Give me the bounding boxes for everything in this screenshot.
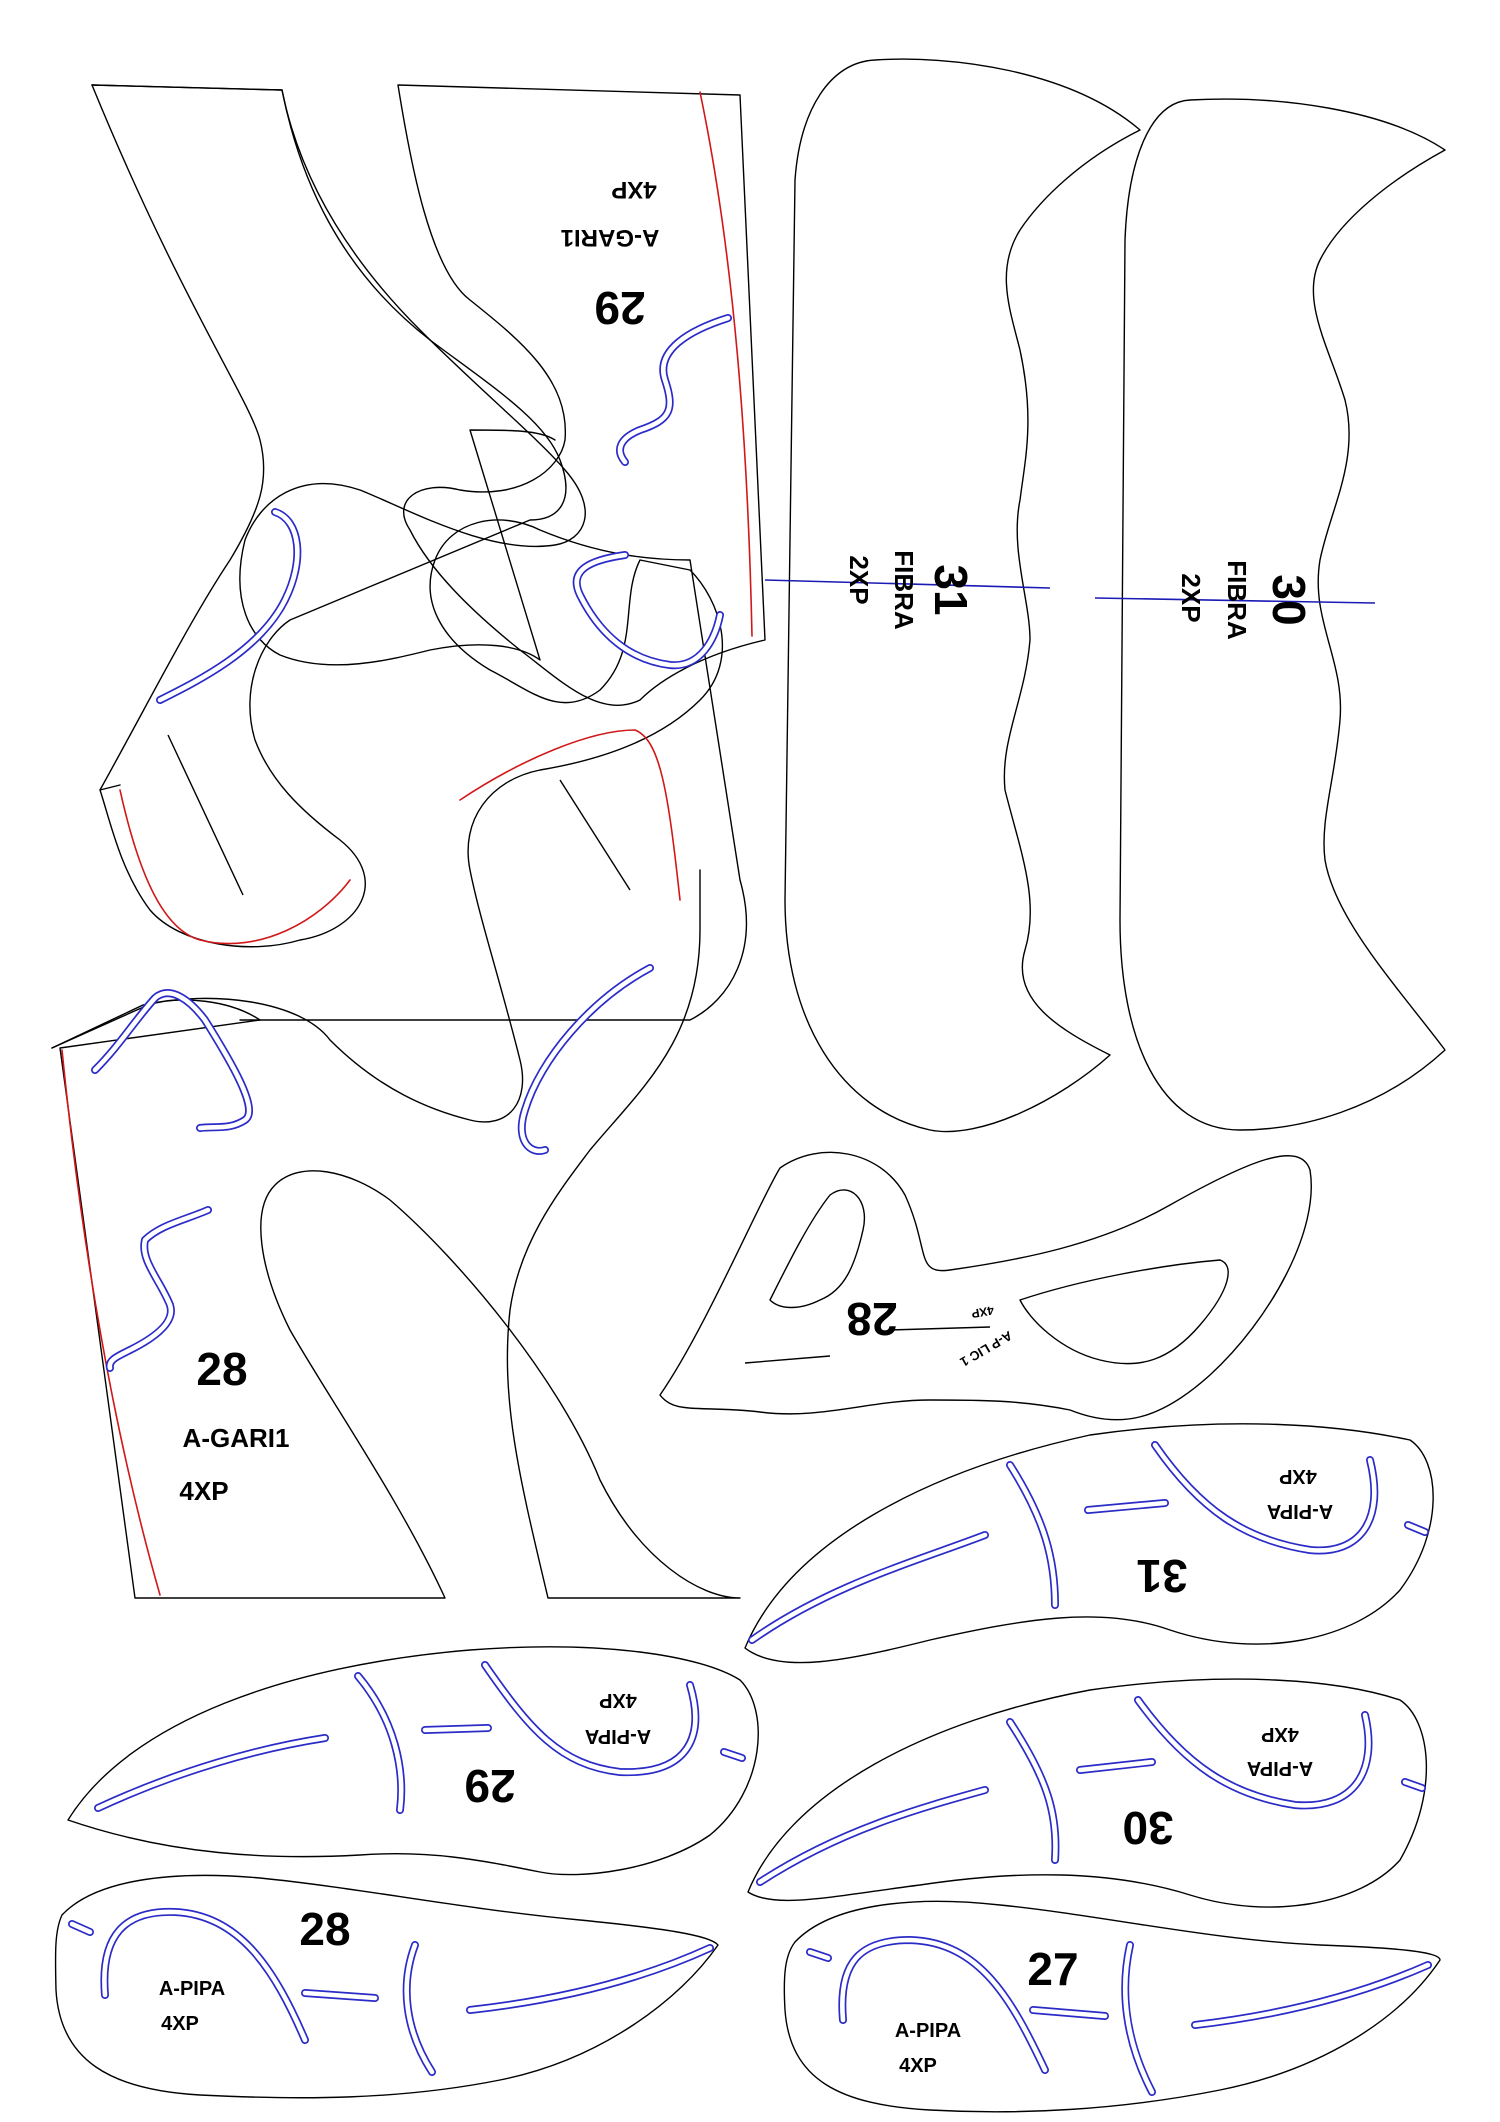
fibra30-grainline — [1094, 597, 1376, 604]
pipa31-slot-hook — [1151, 1441, 1379, 1555]
pipa30-piece: 30 A-PIPA 4XP — [747, 1678, 1427, 1908]
pipa29-code: A-PIPA — [585, 1725, 651, 1747]
pipa28-slot-long — [466, 1944, 714, 2014]
lic28-grain-right — [889, 1326, 991, 1331]
pipa29-piece: 29 A-PIPA 4XP — [67, 1646, 759, 1876]
gari28-qty: 4XP — [179, 1476, 228, 1506]
pipa27-code: A-PIPA — [895, 2020, 961, 2042]
gari-left-slot — [156, 508, 302, 704]
gari29-number: 29 — [594, 282, 645, 334]
fibra31-piece: 31 FIBRA 2XP — [764, 58, 1141, 1133]
gari-connector-seam — [459, 729, 681, 901]
pipa29-number: 29 — [464, 1760, 515, 1812]
pipa28-number: 28 — [299, 1903, 350, 1955]
gari-upper-outline — [91, 84, 586, 666]
pipa29-outline — [67, 1646, 759, 1876]
gari28-slot-lower — [105, 1206, 212, 1372]
pipa28-code: A-PIPA — [159, 1978, 225, 2000]
pipa31-slot-curve — [1006, 1461, 1059, 1609]
gari29-slot-upper — [616, 314, 732, 466]
pipa27-number: 27 — [1027, 1943, 1078, 1995]
fibra30-outline — [1119, 98, 1446, 1131]
fibra30-qty: 2XP — [1176, 573, 1206, 622]
pipa31-number: 31 — [1136, 1550, 1187, 1602]
fibra31-grainline — [764, 579, 1051, 589]
pipa29-slot-hook — [481, 1661, 700, 1777]
fibra31-number: 31 — [925, 564, 977, 615]
gari29-code: A-GARI1 — [561, 224, 660, 251]
pipa27-piece: 27 A-PIPA 4XP — [783, 1900, 1441, 2113]
gari28-outline — [51, 519, 748, 1123]
lic28-grain-left — [744, 1355, 831, 1364]
gari28-code: A-GARI1 — [183, 1423, 290, 1453]
lic28-outline — [659, 1151, 1312, 1421]
pipa31-outline — [744, 1423, 1434, 1664]
fibra30-code: FIBRA — [1222, 560, 1252, 640]
pipa31-slot-long — [748, 1531, 989, 1644]
lic28-piece: 28 A-P LIC 1 4XP — [659, 1151, 1312, 1421]
fibra30-number: 30 — [1263, 574, 1315, 625]
gari28-seam — [61, 1049, 161, 1596]
pipa27-qty: 4XP — [899, 2055, 937, 2077]
fibra30-piece: 30 FIBRA 2XP — [1094, 98, 1446, 1131]
gari1-pieces-group — [51, 84, 766, 1599]
gari-right-grain — [559, 779, 631, 891]
pipa30-qty: 4XP — [1261, 1723, 1299, 1745]
pipa28-qty: 4XP — [161, 2013, 199, 2035]
pipa29-qty: 4XP — [599, 1689, 637, 1711]
gari29-qty: 4XP — [611, 176, 656, 203]
lic28-number: 28 — [846, 1293, 897, 1345]
pipa27-slot-long — [1191, 1961, 1432, 2029]
gari29-seam — [699, 91, 753, 637]
pipa28-outline — [54, 1874, 719, 2099]
lic28-inner-cutout-right — [1019, 1259, 1229, 1365]
pipa30-number: 30 — [1122, 1802, 1173, 1854]
lic28-code: A-P LIC 1 — [958, 1328, 1015, 1370]
lic28-inner-cutout-left — [769, 1189, 866, 1309]
pipa27-outline — [783, 1900, 1441, 2113]
gari28-number: 28 — [196, 1343, 247, 1395]
pipa31-piece: 31 A-PIPA 4XP — [744, 1423, 1434, 1664]
lic28-qty: 4XP — [970, 1303, 995, 1321]
gari-s-connector — [91, 84, 265, 791]
pipa30-code: A-PIPA — [1247, 1757, 1313, 1779]
pipa30-slot-hook — [1134, 1696, 1373, 1810]
gari-slots: 29 A-GARI1 4XP 28 A-GARI1 4XP — [91, 176, 732, 1506]
pipa30-slot-long — [756, 1786, 989, 1886]
pipa31-code: A-PIPA — [1267, 1500, 1333, 1522]
pipa29-slot-long — [94, 1734, 329, 1812]
gari-left-grain — [167, 734, 244, 896]
gari-left-seam — [119, 789, 351, 945]
pipa30-outline — [747, 1678, 1427, 1908]
pipa27-slot-hook — [838, 1936, 1049, 2074]
fibra31-code: FIBRA — [889, 550, 919, 630]
fibra31-outline — [784, 58, 1141, 1133]
gari28-slot-upper — [91, 989, 253, 1132]
pipa28-slot-hook — [100, 1907, 309, 2044]
gari28-body — [51, 869, 741, 1599]
fibra31-qty: 2XP — [844, 555, 874, 604]
pipa28-piece: 28 A-PIPA 4XP — [54, 1874, 719, 2099]
gari-mid-slot — [517, 964, 654, 1155]
gari29-outline — [397, 84, 766, 706]
pipa31-qty: 4XP — [1279, 1465, 1317, 1487]
